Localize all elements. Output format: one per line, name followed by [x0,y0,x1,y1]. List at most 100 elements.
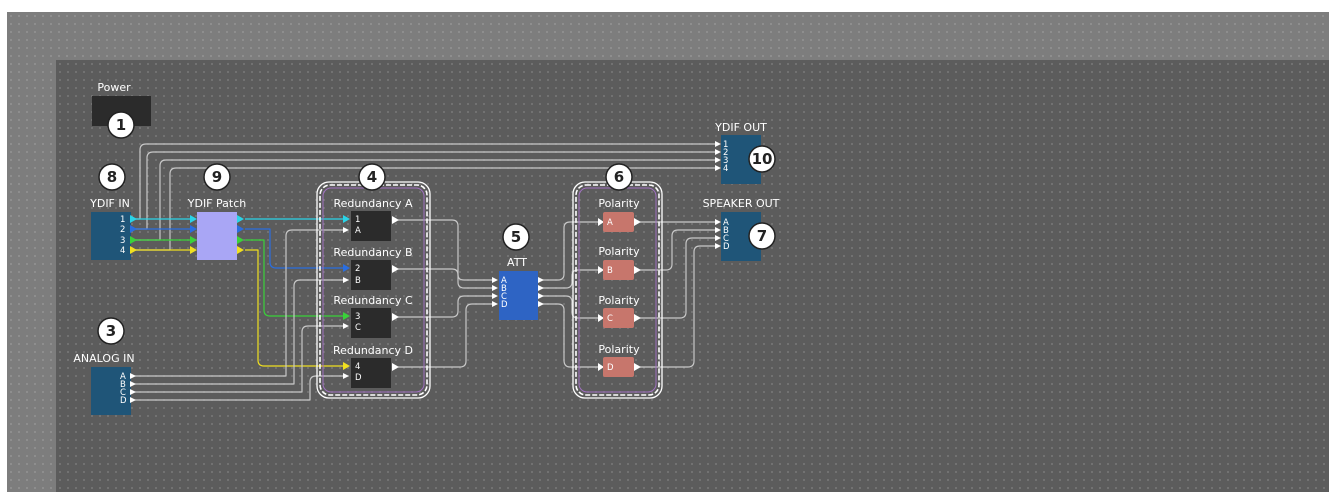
svg-text:C: C [355,323,361,333]
wire-ydif-in4-to-out4 [130,167,716,251]
callout-8: 8 [98,163,126,191]
svg-text:C: C [501,292,507,302]
redundancy-d-module[interactable]: Redundancy D 4 D [333,344,413,388]
svg-text:2: 2 [355,264,360,274]
svg-text:C: C [607,314,613,324]
wire-ydif-in2-to-out2 [130,151,716,230]
speaker-out-ports: A B C D [715,218,730,252]
polarity-d-module[interactable]: Polarity D [598,343,641,377]
svg-text:3: 3 [723,156,728,166]
ydif-in-label: YDIF IN [89,197,130,210]
svg-text:6: 6 [614,168,624,186]
svg-text:A: A [501,276,507,286]
wire-redA-attA [398,219,494,281]
wire-analogB-redB [130,279,343,385]
redundancy-d-label: Redundancy D [333,344,413,357]
redundancy-b-label: Redundancy B [333,246,412,259]
analog-in-ports: A B C D [120,372,136,406]
att-ports: A B C D [492,276,544,310]
svg-text:C: C [723,234,729,244]
polarity-a-label: Polarity [598,197,640,210]
svg-text:1: 1 [120,215,125,225]
callout-6: 6 [605,163,633,191]
polarity-a-block [603,212,634,232]
wire-analogA-redA [130,229,343,377]
polarity-c-block [603,308,634,328]
power-label: Power [97,81,131,94]
wire-analogC-redC [130,325,343,393]
svg-text:9: 9 [212,168,222,186]
svg-text:2: 2 [120,225,125,235]
wire-ydif-in1-to-out1 [130,143,716,220]
svg-text:7: 7 [757,227,767,245]
wire-polC-spkC [640,237,716,319]
wire-polD-spkD [640,245,716,368]
wire-attA-polA [542,221,598,281]
polarity-c-label: Polarity [598,294,640,307]
svg-text:5: 5 [511,228,521,246]
ydif-patch-ports [190,215,244,254]
wire-analogD-redD [130,375,343,401]
svg-text:B: B [120,380,126,390]
svg-text:3: 3 [120,236,125,246]
ydif-in-block[interactable] [91,212,131,260]
sheet-area [56,60,1329,492]
redundancy-a-module[interactable]: Redundancy A 1 A [333,197,413,241]
ydif-patch-block[interactable] [197,212,237,260]
att-block[interactable] [499,271,538,320]
redundancy-d-block [351,358,391,388]
svg-text:D: D [607,363,614,373]
svg-text:C: C [120,388,126,398]
analog-in-block[interactable] [91,367,131,415]
redundancy-b-module[interactable]: Redundancy B 2 B [333,246,413,290]
wire-attB-polB [542,269,598,289]
analog-in-label: ANALOG IN [73,352,134,365]
redundancy-c-label: Redundancy C [333,294,413,307]
redundancy-b-block [351,260,391,290]
wire-patch3-redC [245,239,343,317]
polarity-b-block [603,260,634,280]
att-label: ATT [507,256,527,269]
polarity-b-module[interactable]: Polarity B [598,245,641,280]
svg-text:1: 1 [723,140,728,150]
polarity-c-module[interactable]: Polarity C [598,294,641,328]
wire-ydif-in3-to-out3 [130,159,716,241]
redundancy-a-block [351,211,391,241]
svg-text:2: 2 [723,148,728,158]
speaker-out-label: SPEAKER OUT [703,197,780,210]
svg-text:D: D [501,300,508,310]
polarity-a-module[interactable]: Polarity A [598,197,641,232]
polarity-d-label: Polarity [598,343,640,356]
polarity-d-block [603,357,634,377]
wire-attC-polC [542,295,598,319]
svg-text:B: B [501,284,507,294]
callout-1: 1 [107,111,135,139]
callout-4: 4 [358,163,386,191]
ydif-patch-label: YDIF Patch [187,197,246,210]
ydif-in-ports: 1 2 3 4 [120,215,137,256]
wire-patch4-redD [245,249,343,367]
svg-text:1: 1 [355,215,360,225]
svg-text:1: 1 [116,116,126,134]
wire-patch2-redB [245,228,343,269]
svg-text:A: A [355,226,361,236]
redundancy-a-label: Redundancy A [333,197,413,210]
svg-text:4: 4 [355,362,360,372]
redundancy-c-block [351,308,391,338]
svg-text:3: 3 [355,312,360,322]
wire-redC-attC [398,295,494,318]
ydif-out-label: YDIF OUT [714,121,767,134]
redundancy-c-module[interactable]: Redundancy C 3 C [333,294,413,338]
wire-redB-attB [398,268,494,289]
svg-text:8: 8 [107,168,117,186]
svg-text:4: 4 [120,246,125,256]
wire-attD-polD [542,303,598,368]
svg-text:D: D [120,396,127,406]
callout-7: 7 [748,222,776,250]
wire-redD-attD [398,303,494,368]
svg-text:A: A [607,218,613,228]
svg-text:4: 4 [367,168,377,186]
svg-text:A: A [120,372,126,382]
